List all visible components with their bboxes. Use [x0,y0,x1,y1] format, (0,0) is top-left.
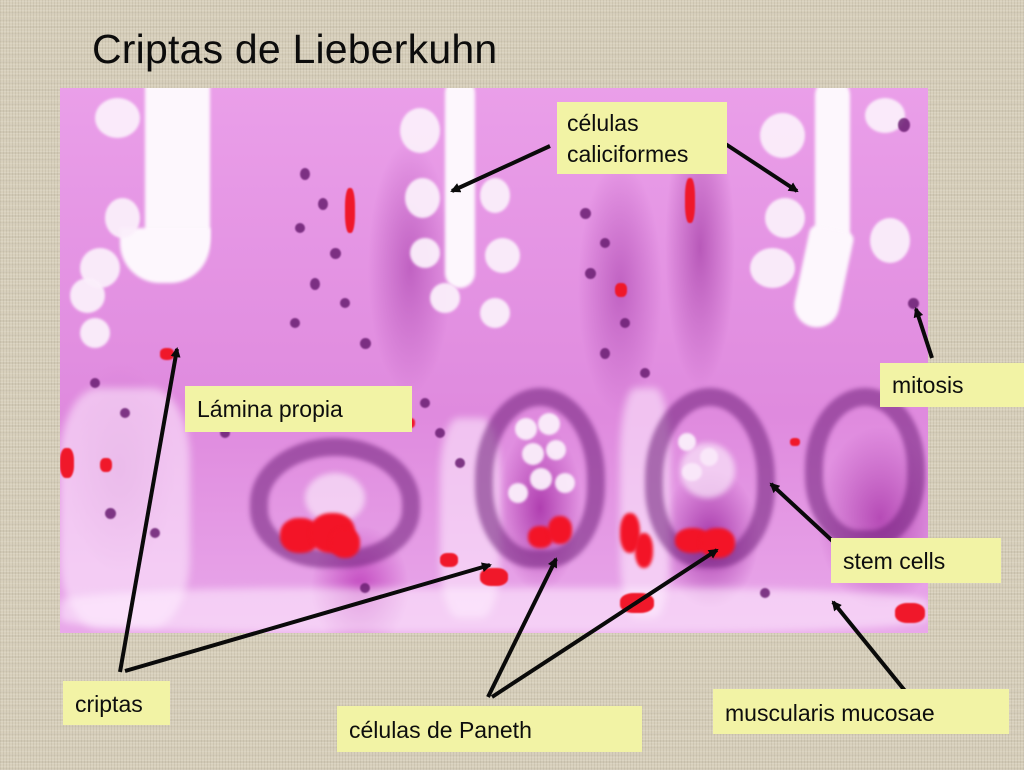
goblet-cell [105,198,140,238]
goblet-cell [870,218,910,263]
goblet-cell [750,248,795,288]
label-lamina-propria: Lámina propia [185,386,412,432]
nucleus [898,118,910,132]
nucleus [585,268,596,279]
label-muscularis-mucosae: muscularis mucosae [713,689,1009,734]
nucleus [220,428,230,438]
nucleus [295,223,305,233]
nucleus [620,318,630,328]
red-blood-cell [60,448,74,478]
lumen [445,88,475,288]
label-goblet-cells-line2: caliciformes [567,141,689,167]
goblet-cell [405,178,440,218]
nucleus [300,168,310,180]
lumen [815,88,850,248]
paneth-granules [548,516,572,544]
red-blood-cell [160,348,174,360]
red-blood-cell [100,458,112,472]
nucleus [150,528,160,538]
nucleus [455,458,465,468]
goblet-cell [95,98,140,138]
nucleus [420,398,430,408]
nucleus [600,238,610,248]
label-paneth-cells: células de Paneth [337,706,642,752]
goblet-cell [760,113,805,158]
red-blood-cell [685,178,695,223]
nucleus [908,298,919,309]
nucleus [435,428,445,438]
nucleus [318,198,328,210]
label-stem-cells: stem cells [831,538,1001,583]
goblet-cell [765,198,805,238]
nucleus [600,348,610,359]
nucleus [105,508,116,519]
label-mitosis: mitosis [880,363,1024,407]
goblet-cell [480,298,510,328]
histology-micrograph [60,88,928,633]
nucleus [640,368,650,378]
nucleus [310,278,320,290]
red-blood-cell [790,438,800,446]
nucleus [120,408,130,418]
red-blood-cell [345,188,355,233]
goblet-cell [80,318,110,348]
red-blood-cell [615,283,627,297]
label-crypts: criptas [63,681,170,725]
paneth-granules [700,528,735,558]
nucleus [290,318,300,328]
goblet-cell [70,278,105,313]
nucleus [340,298,350,308]
nucleus [90,378,100,388]
red-blood-cell [440,553,458,567]
paneth-granules [528,526,553,548]
crypt [805,388,925,548]
goblet-cell [400,108,440,153]
label-goblet-cells: células caliciformes [557,102,727,174]
goblet-cell [480,178,510,213]
label-goblet-cells-line1: células [567,110,639,136]
goblet-cell [430,283,460,313]
stroma-region [60,588,928,633]
red-blood-cell [895,603,925,623]
lumen [120,228,210,283]
nucleus [330,248,341,259]
crypt-lumen [680,443,735,498]
nucleus [360,338,371,349]
goblet-cell [485,238,520,273]
red-blood-cell [480,568,508,586]
nucleus [760,588,770,598]
goblet-cell [410,238,440,268]
paneth-granules [330,528,360,558]
slide-title: Criptas de Lieberkuhn [92,26,498,72]
nucleus [360,583,370,593]
nucleus [580,208,591,219]
paneth-granules [635,533,653,568]
red-blood-cell [620,593,654,613]
